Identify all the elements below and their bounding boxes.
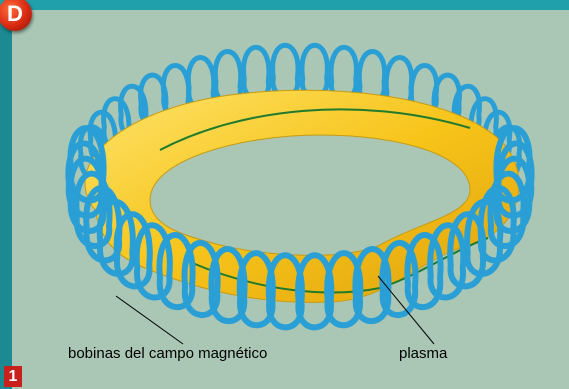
coil-loop — [302, 45, 327, 96]
coil-loop — [244, 47, 269, 98]
plasma-label: plasma — [399, 345, 447, 362]
coil-loop — [273, 45, 298, 96]
coils-label: bobinas del campo magnético — [68, 345, 267, 362]
coils-leader-line — [116, 296, 183, 344]
figure-number-badge: 1 — [4, 366, 22, 387]
